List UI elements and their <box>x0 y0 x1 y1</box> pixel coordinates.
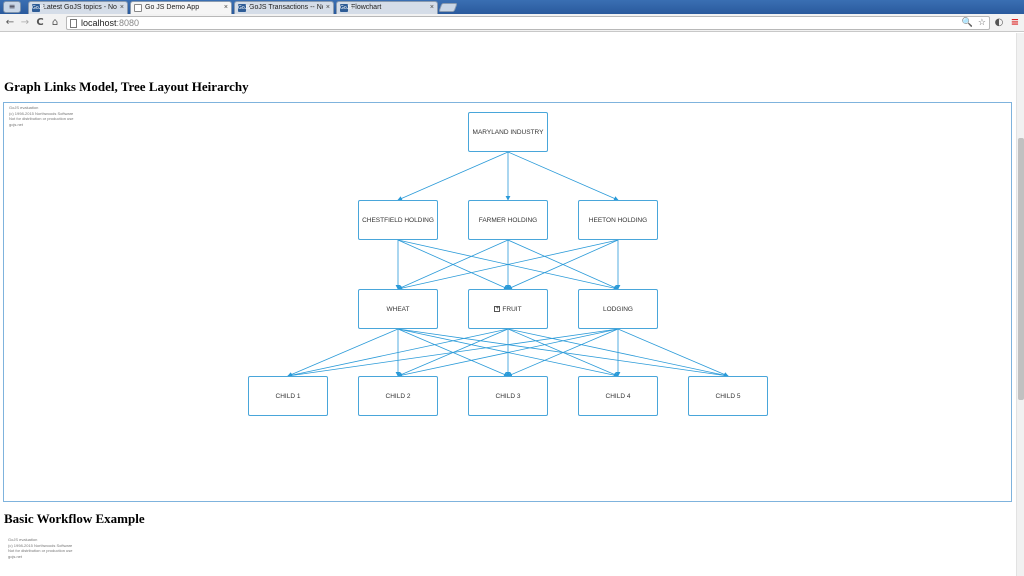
tree-layout-diagram[interactable]: GoJS evaluation (c) 1998-2015 Northwoods… <box>3 102 1012 502</box>
node-label: FRUIT <box>502 305 522 313</box>
link-heeton-wheat <box>397 239 619 291</box>
link-maryland-chestfield <box>397 151 509 201</box>
close-icon[interactable]: × <box>325 4 330 11</box>
node-child3[interactable]: CHILD 3 <box>468 376 548 416</box>
tab-label: GoJS Transactions -- Northwoods Software <box>249 4 323 11</box>
node-label: CHILD 3 <box>495 392 521 400</box>
chrome-menu-icon[interactable]: ≡ <box>1010 17 1020 28</box>
node-label: CHILD 5 <box>715 392 741 400</box>
browser-menu-icon[interactable]: ≡ <box>3 1 21 13</box>
node-wheat[interactable]: WHEAT <box>358 289 438 329</box>
workflow-diagram[interactable]: GoJS evaluation (c) 1998-2015 Northwoods… <box>3 533 1012 576</box>
node-child4[interactable]: CHILD 4 <box>578 376 658 416</box>
address-bar[interactable]: localhost:8080 🔍 ☆ <box>66 16 990 30</box>
home-icon[interactable]: ⌂ <box>51 17 59 28</box>
extension-icon[interactable]: ◐ <box>994 17 1004 28</box>
diagram-links <box>287 151 729 378</box>
node-label: MARYLAND INDUSTRY <box>472 128 544 136</box>
gojs-watermark: GoJS evaluation (c) 1998-2015 Northwoods… <box>9 105 74 127</box>
link-lodging-child2 <box>397 328 619 378</box>
new-tab-button[interactable] <box>438 3 458 12</box>
node-label: CHESTFIELD HOLDING <box>362 216 434 224</box>
url-text: localhost:8080 <box>81 18 140 28</box>
vertical-scrollbar[interactable] <box>1016 33 1024 576</box>
node-maryland[interactable]: MARYLAND INDUSTRY <box>468 112 548 152</box>
gojs-favicon-icon: GoJS <box>238 4 251 12</box>
gojs-favicon-icon: GoJS <box>32 4 45 12</box>
close-icon[interactable]: × <box>429 4 434 11</box>
page-favicon-icon <box>134 4 142 12</box>
link-wheat-child1 <box>287 328 399 377</box>
zoom-icon[interactable]: 🔍 <box>961 18 973 28</box>
link-lodging-child3 <box>507 328 619 377</box>
star-icon[interactable]: ☆ <box>977 18 986 28</box>
gojs-watermark: GoJS evaluation (c) 1998-2015 Northwoods… <box>8 537 73 559</box>
link-maryland-heeton <box>507 151 619 201</box>
close-icon[interactable]: × <box>223 4 228 11</box>
node-child5[interactable]: CHILD 5 <box>688 376 768 416</box>
reload-icon[interactable]: C <box>36 17 44 28</box>
link-lodging-child1 <box>287 328 619 378</box>
tab-gojs-transactions[interactable]: GoJS GoJS Transactions -- Northwoods Sof… <box>234 1 334 14</box>
gojs-favicon-icon: GoJS <box>340 4 353 12</box>
node-farmer[interactable]: FARMER HOLDING <box>468 200 548 240</box>
tab-latest-gojs-topics[interactable]: GoJS Latest GoJS topics - Northwoods Sof… <box>28 1 128 14</box>
node-child2[interactable]: CHILD 2 <box>358 376 438 416</box>
link-farmer-wheat <box>397 239 509 290</box>
link-heeton-fruit <box>507 239 619 290</box>
tab-label: Go JS Demo App <box>145 4 200 11</box>
node-label: CHILD 1 <box>275 392 301 400</box>
browser-toolbar: ← → C ⌂ localhost:8080 🔍 ☆ ◐ ≡ <box>0 14 1024 32</box>
forward-icon[interactable]: → <box>20 17 30 28</box>
expand-button[interactable]: + <box>494 306 501 312</box>
node-label: LODGING <box>603 305 633 313</box>
node-label: FARMER HOLDING <box>478 216 538 224</box>
page-icon <box>70 19 77 28</box>
node-heeton[interactable]: HEETON HOLDING <box>578 200 658 240</box>
node-child1[interactable]: CHILD 1 <box>248 376 328 416</box>
link-lodging-child5 <box>617 328 729 377</box>
tab-go-js-demo-app[interactable]: Go JS Demo App × <box>130 1 232 14</box>
tab-label: Flowchart <box>351 4 382 11</box>
node-label: CHILD 2 <box>385 392 411 400</box>
section-title-basic-workflow: Basic Workflow Example <box>4 511 145 526</box>
close-icon[interactable]: × <box>119 4 124 11</box>
node-lodging[interactable]: LODGING <box>578 289 658 329</box>
link-fruit-child1 <box>287 328 509 378</box>
node-label: HEETON HOLDING <box>588 216 648 224</box>
node-label: WHEAT <box>386 305 410 313</box>
back-icon[interactable]: ← <box>5 17 15 28</box>
page-viewport: Graph Links Model, Tree Layout Heirarchy… <box>0 33 1016 576</box>
node-fruit[interactable]: +FRUIT <box>468 289 548 329</box>
section-title-tree-layout: Graph Links Model, Tree Layout Heirarchy <box>4 79 249 94</box>
tab-label: Latest GoJS topics - Northwoods Software <box>43 4 117 11</box>
node-chestfield[interactable]: CHESTFIELD HOLDING <box>358 200 438 240</box>
node-label: CHILD 4 <box>605 392 631 400</box>
scrollbar-thumb[interactable] <box>1018 138 1024 400</box>
browser-tab-strip: ≡ GoJS Latest GoJS topics - Northwoods S… <box>0 0 1024 14</box>
tab-flowchart[interactable]: GoJS Flowchart × <box>336 1 438 14</box>
